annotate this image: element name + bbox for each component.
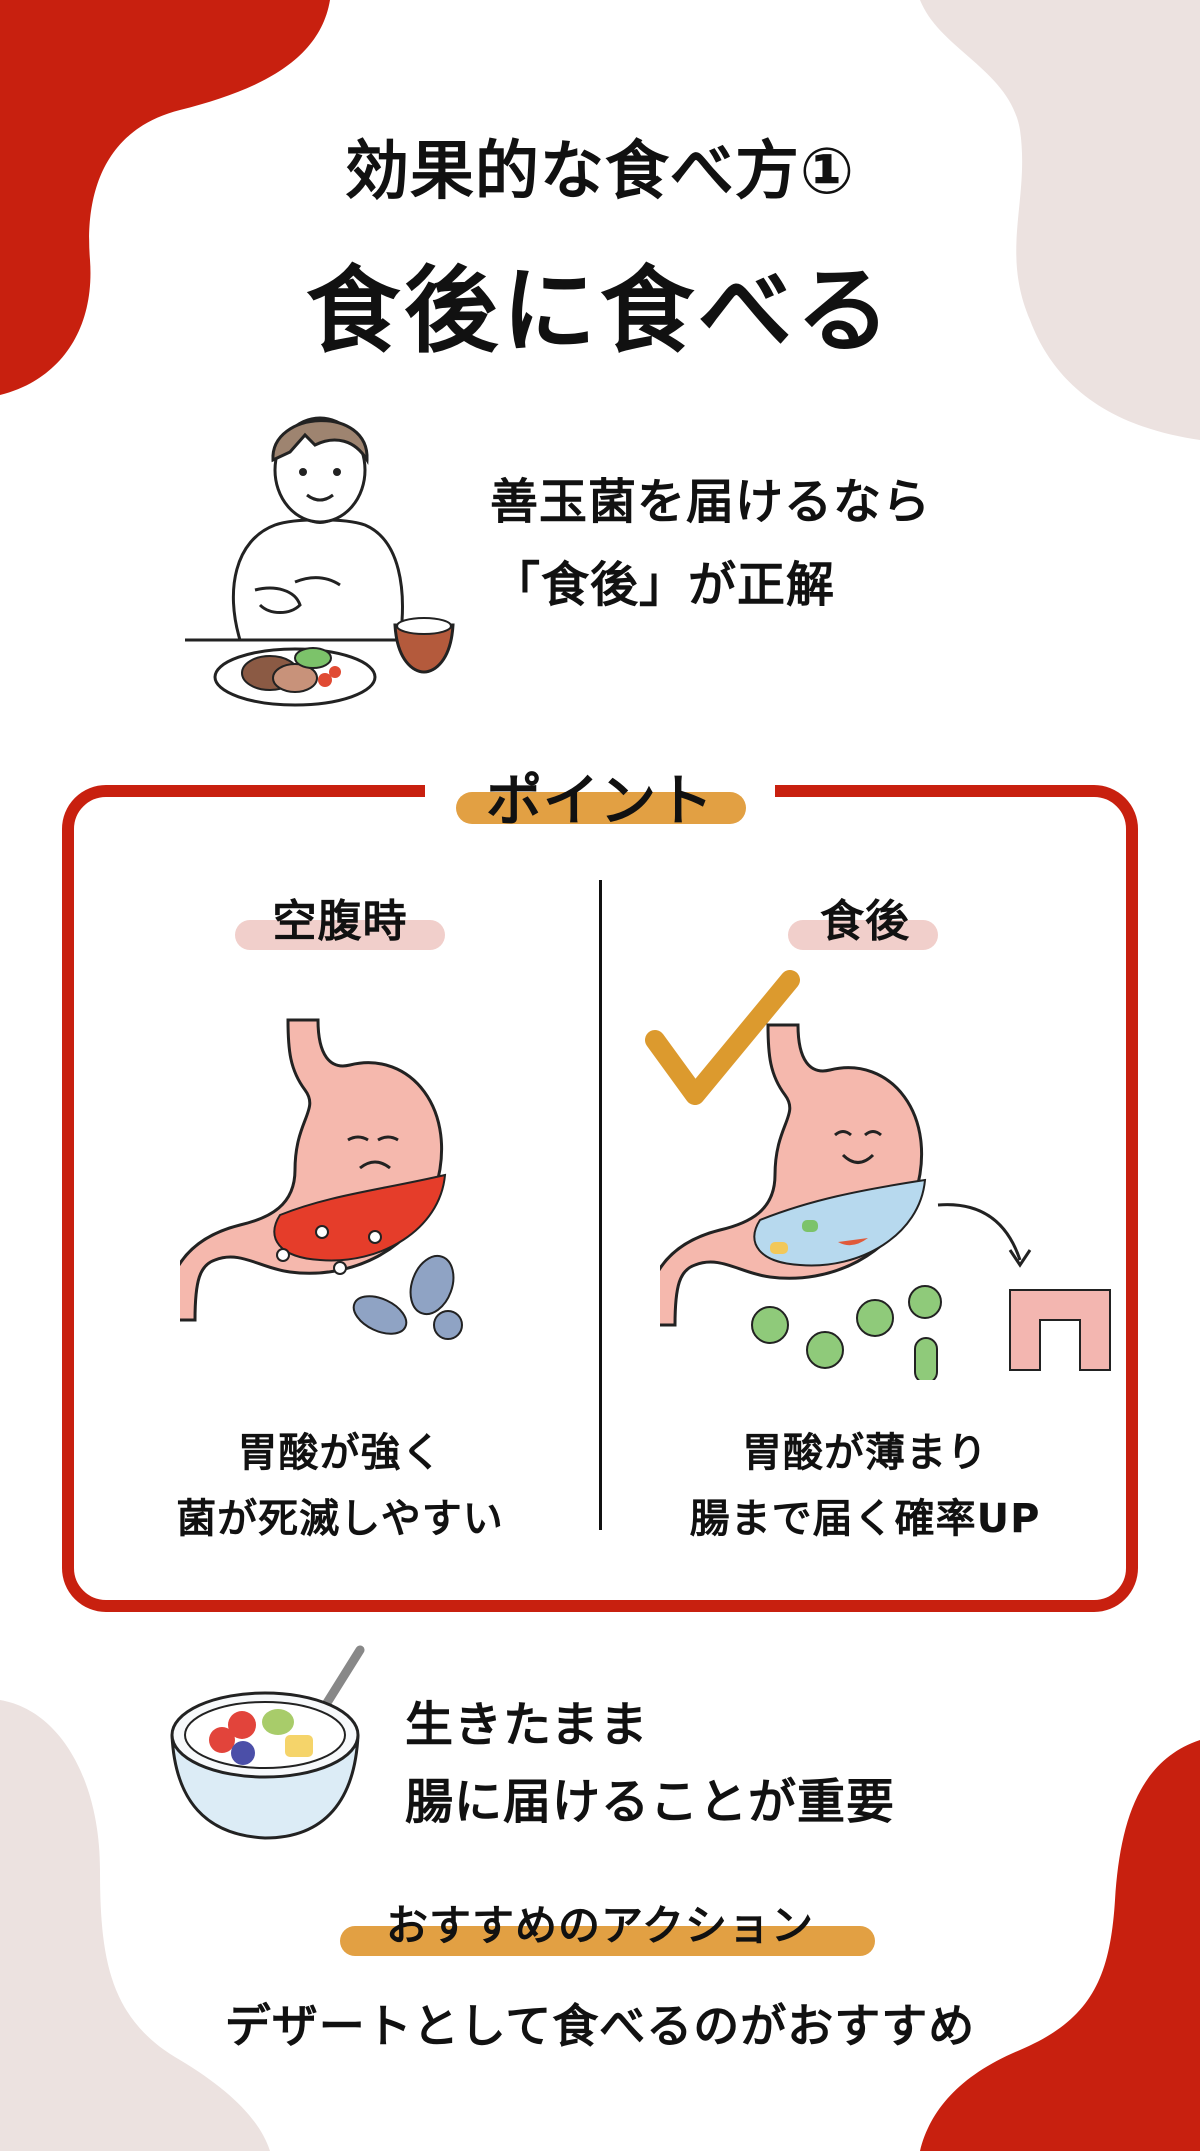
right-text-line-2: 腸まで届く確率UP [689, 1496, 1041, 1542]
page-title: 食後に食べる [305, 257, 894, 366]
background-blob-bottom-left [0, 1700, 270, 2151]
yogurt-bowl-icon [170, 1645, 365, 1840]
sad-stomach-with-acid-icon [180, 1018, 463, 1340]
left-text-line-1: 胃酸が強く [237, 1430, 443, 1476]
point-label: ポイント [486, 769, 714, 834]
happy-stomach-with-bacteria-icon [660, 1023, 1111, 1380]
background-blob-bottom-right [920, 1740, 1200, 2151]
action-text: デザートとして食べるのがおすすめ [224, 1999, 976, 2053]
column-divider [599, 880, 602, 1530]
left-text-line-2: 菌が死滅しやすい [176, 1496, 504, 1542]
background-blob-top-right [920, 0, 1200, 440]
background-blob-top-left [0, 0, 330, 395]
lead-line-1: 善玉菌を届けるなら [490, 474, 932, 530]
summary-line-1: 生きたまま [405, 1697, 649, 1753]
checkmark-icon [645, 970, 800, 1105]
left-column-title: 空腹時 [272, 896, 408, 947]
right-title-highlight [788, 920, 938, 950]
action-label: おすすめのアクション [386, 1901, 814, 1950]
point-label-highlight [456, 792, 746, 824]
action-label-highlight [340, 1926, 875, 1956]
summary-line-2: 腸に届けることが重要 [405, 1774, 896, 1830]
right-text-line-1: 胃酸が薄まり [742, 1430, 988, 1476]
lead-line-2: 「食後」が正解 [492, 557, 836, 613]
left-title-highlight [235, 920, 445, 950]
person-eating-meal-icon [185, 416, 455, 707]
point-label-container: ポイント [425, 752, 775, 834]
page-subtitle: 効果的な食べ方① [344, 135, 856, 209]
right-column-title: 食後 [820, 896, 910, 947]
